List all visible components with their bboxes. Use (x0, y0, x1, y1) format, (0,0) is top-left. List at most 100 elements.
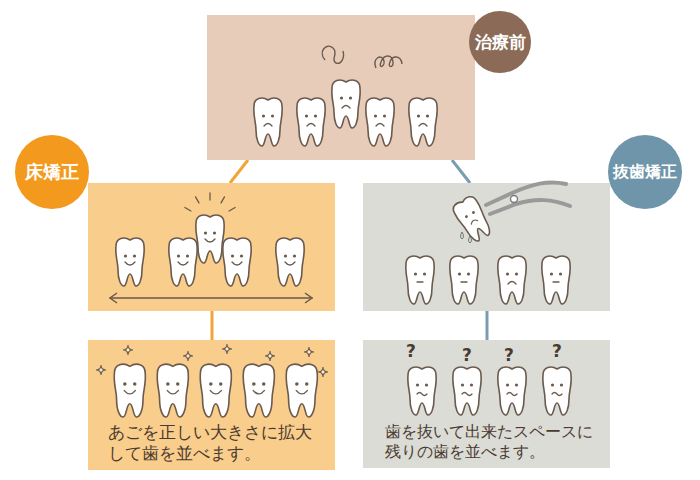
tooth-eye (559, 272, 562, 275)
tooth-outline (116, 238, 144, 286)
tooth (450, 256, 478, 304)
tooth (116, 238, 144, 286)
illustration-group (408, 367, 571, 415)
tooth-mouth (461, 281, 467, 282)
tooth (276, 238, 304, 286)
tooth-mouth (210, 391, 221, 394)
tooth-eye (349, 96, 352, 99)
tooth-eye (506, 383, 509, 386)
tooth-outline (169, 238, 197, 286)
tooth-mouth (342, 106, 350, 109)
tooth (408, 367, 436, 415)
tooth-mouth (232, 262, 242, 265)
tooth-eye (550, 272, 553, 275)
tooth-mouth (462, 393, 472, 396)
badge-title: 治療前 (475, 34, 526, 51)
sparkle-star (222, 344, 232, 354)
tooth-eye (417, 114, 420, 117)
connector-line (452, 160, 470, 183)
tooth-eye (166, 382, 170, 386)
connector-line (486, 311, 489, 340)
illustration-group (96, 344, 328, 417)
title-badge: 床矯正 (15, 135, 89, 209)
tooth-mouth (124, 391, 135, 394)
tooth-eye (340, 96, 343, 99)
shine-line (221, 197, 225, 203)
tooth-mouth (296, 391, 307, 394)
tooth-outline (276, 238, 304, 286)
tooth-eye (426, 114, 429, 117)
description-text: 歯を抜いて出来たスペースに残りの歯を並べます。 (385, 422, 599, 462)
tooth-outline (450, 256, 478, 304)
tooth-outline (223, 238, 251, 286)
tooth (243, 364, 274, 417)
treatment-box: 抜歯矯正 (363, 183, 610, 311)
shine-line (196, 197, 200, 203)
illustration-group (110, 193, 312, 303)
tooth-outline (498, 367, 526, 415)
tooth-eye (293, 254, 296, 257)
tooth-eye (464, 215, 468, 219)
tooth-eye (458, 272, 461, 275)
connector-line (211, 311, 214, 340)
tooth-mouth (553, 281, 559, 282)
tooth (332, 80, 360, 128)
tooth (451, 194, 495, 244)
sparkle-star (96, 365, 106, 375)
tooth-eye (425, 383, 428, 386)
tooth-eye (470, 383, 473, 386)
tooth-eye (231, 254, 234, 257)
tooth-eye (467, 272, 470, 275)
tooth (297, 98, 325, 146)
tooth-eye (416, 383, 419, 386)
badge-title: 床矯正 (25, 163, 79, 181)
tooth-mouth (552, 393, 562, 396)
tooth-eye (515, 383, 518, 386)
tooth-eye (284, 254, 287, 257)
tooth-eye (213, 231, 216, 234)
tooth (254, 98, 282, 146)
question-mark: ? (402, 343, 420, 360)
tooth-outline (543, 367, 571, 415)
treatment-box: 床矯正 (88, 183, 335, 311)
tooth-eye (423, 272, 426, 275)
title-badge: 治療前 (469, 11, 531, 73)
tooth-outline (196, 215, 224, 263)
tooth (200, 364, 231, 417)
tooth-mouth (307, 124, 315, 127)
shine-line (185, 208, 191, 212)
tooth-illustration (207, 15, 475, 160)
tooth-outline (157, 364, 188, 417)
tooth-eye (240, 254, 243, 257)
illustration-group (406, 182, 570, 304)
tooth-eye (305, 114, 308, 117)
tooth-outline (297, 98, 325, 146)
expand-arrow (110, 297, 312, 299)
tooth (543, 367, 571, 415)
tooth-eye (515, 272, 518, 275)
tooth-illustration (363, 183, 610, 311)
tooth (542, 256, 570, 304)
tooth-eye (123, 382, 127, 386)
tooth-mouth (419, 124, 427, 127)
treatment-box: 治療前 (207, 15, 475, 160)
tooth (157, 364, 188, 417)
tear-drop (469, 236, 472, 243)
tooth-eye (314, 114, 317, 117)
tooth-eye (204, 231, 207, 234)
tooth-outline (498, 256, 526, 304)
pliers-handle (490, 200, 570, 214)
tooth (406, 256, 434, 304)
illustration-group (254, 46, 437, 146)
tooth-eye (271, 114, 274, 117)
tooth-mouth (507, 393, 517, 396)
question-mark: ? (548, 343, 566, 360)
worry-squiggle (375, 56, 402, 68)
tooth (169, 238, 197, 286)
tooth-outline (286, 364, 317, 417)
tooth-mouth (264, 124, 272, 127)
tooth-eye (133, 254, 136, 257)
tooth-eye (471, 211, 475, 215)
tooth-outline (406, 256, 434, 304)
